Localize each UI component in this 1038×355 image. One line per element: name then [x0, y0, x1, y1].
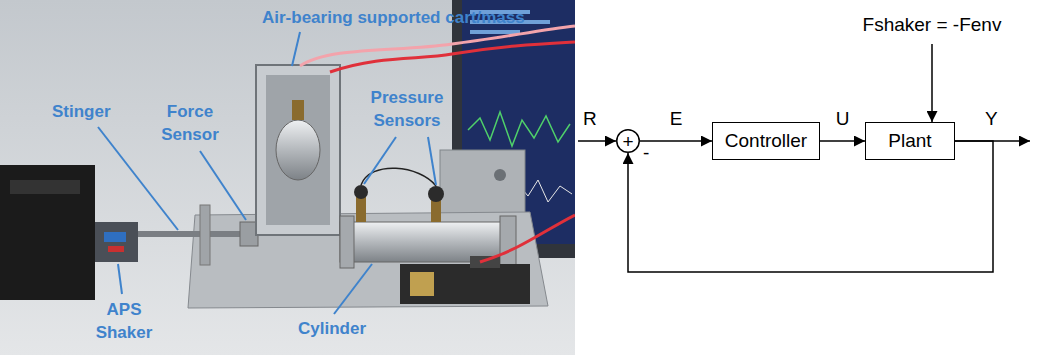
summing-junction: +- — [616, 129, 640, 153]
part-label: Force Sensor — [150, 100, 230, 146]
part-label: Stinger — [52, 100, 111, 123]
part-label: Cylinder — [298, 317, 366, 340]
stinger — [138, 205, 242, 265]
leader-line — [98, 32, 436, 314]
signal-label: Y — [985, 108, 998, 130]
signal-label: U — [836, 108, 850, 130]
base-plate — [188, 212, 548, 308]
signal-arrow — [628, 141, 993, 272]
air-tube — [300, 26, 575, 262]
controller-block: Controller — [712, 122, 820, 160]
signal-label: E — [670, 108, 683, 130]
sign-symbol: + — [622, 132, 633, 151]
pressure-sensor — [354, 185, 444, 222]
valve — [400, 256, 530, 304]
signal-label: R — [583, 108, 597, 130]
apparatus-photo — [0, 0, 575, 355]
sign-symbol: - — [643, 143, 649, 162]
block-label: Plant — [888, 130, 931, 152]
signal-arrow — [820, 140, 865, 142]
part-label: APS Shaker — [88, 298, 160, 344]
signal-label: Fshaker = -Fenv — [863, 14, 1002, 36]
part-label: Air-bearing supported cart/mass — [262, 6, 525, 29]
signal-arrow — [640, 140, 712, 142]
part-label: Pressure Sensors — [366, 86, 448, 132]
block-label: Controller — [725, 130, 807, 152]
junction-circle — [617, 130, 640, 153]
reference-wire — [578, 140, 616, 142]
disturbance-wire — [931, 44, 933, 122]
photo-background — [0, 0, 575, 355]
shaker — [0, 165, 138, 300]
plant-block: Plant — [865, 122, 955, 160]
cart — [256, 65, 340, 235]
